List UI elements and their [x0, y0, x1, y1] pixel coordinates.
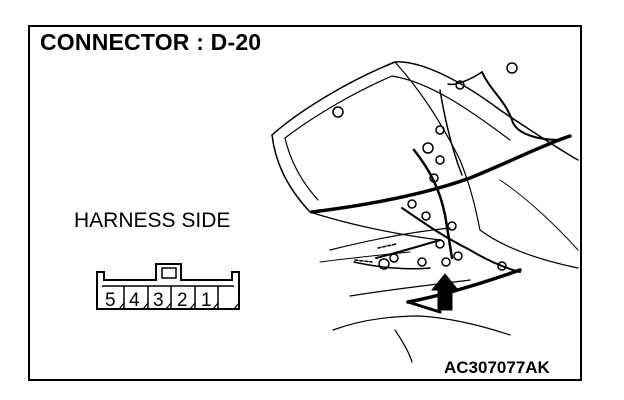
figure-code: AC307077AK: [444, 358, 550, 377]
pin-label: 4: [129, 290, 140, 311]
location-arrow-icon: [430, 273, 460, 311]
connector-pins: 5 4 3 2 1: [105, 290, 212, 311]
harness-side-label: HARNESS SIDE: [74, 209, 231, 232]
vehicle-harness-illustration: [271, 61, 579, 363]
connector-face-icon: [96, 263, 240, 310]
pin-label: 5: [105, 290, 116, 311]
pin-label: 3: [153, 290, 164, 311]
connector-title: CONNECTOR : D-20: [40, 29, 262, 55]
pin-label: 2: [177, 290, 188, 311]
diagram-frame: [28, 25, 582, 381]
pin-label: 1: [201, 290, 212, 311]
